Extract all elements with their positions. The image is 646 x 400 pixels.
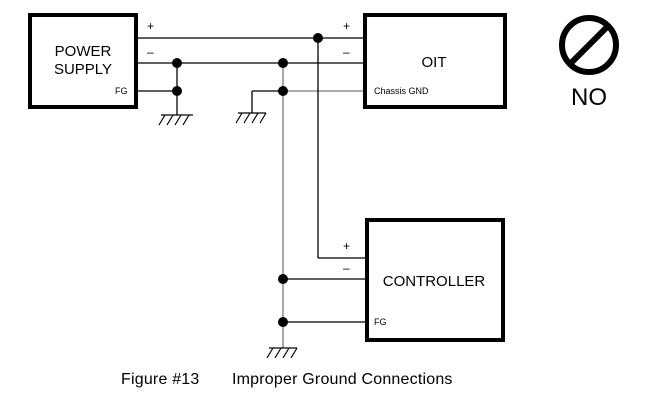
wires bbox=[136, 37, 367, 348]
junction-dot bbox=[278, 274, 288, 284]
junction-dot bbox=[278, 86, 288, 96]
power-supply-plus-label: + bbox=[147, 19, 154, 33]
junction-dot bbox=[172, 58, 182, 68]
junction-dot bbox=[313, 33, 323, 43]
earth-ground-icon bbox=[266, 347, 298, 359]
oit-name: OIT bbox=[422, 54, 447, 71]
junction-dot bbox=[278, 58, 288, 68]
junctions bbox=[172, 33, 323, 327]
junction-dot bbox=[172, 86, 182, 96]
power-supply-name-line1: POWER bbox=[55, 43, 112, 60]
power-supply-block: POWER SUPPLY FG + – bbox=[28, 13, 154, 109]
figure-title: Improper Ground Connections bbox=[232, 371, 453, 388]
oit-chassis-gnd-label: Chassis GND bbox=[374, 86, 429, 96]
controller-fg-label: FG bbox=[374, 317, 387, 327]
power-supply-minus-label: – bbox=[147, 45, 154, 59]
oit-minus-label: – bbox=[343, 45, 350, 59]
figure-number: Figure #13 bbox=[121, 371, 200, 388]
earth-ground-icon bbox=[235, 112, 267, 124]
oit-plus-label: + bbox=[343, 19, 350, 33]
junction-dot bbox=[278, 317, 288, 327]
controller-name: CONTROLLER bbox=[383, 273, 486, 290]
controller-block: CONTROLLER FG + – bbox=[343, 218, 505, 342]
controller-plus-label: + bbox=[343, 239, 350, 253]
oit-block: OIT Chassis GND + – bbox=[343, 13, 507, 109]
verdict-label: NO bbox=[571, 84, 607, 111]
power-supply-name-line2: SUPPLY bbox=[54, 61, 112, 78]
power-supply-fg-label: FG bbox=[115, 86, 128, 96]
earth-ground-icon bbox=[158, 114, 193, 126]
controller-minus-label: – bbox=[343, 261, 350, 275]
prohibited-icon bbox=[559, 15, 619, 75]
